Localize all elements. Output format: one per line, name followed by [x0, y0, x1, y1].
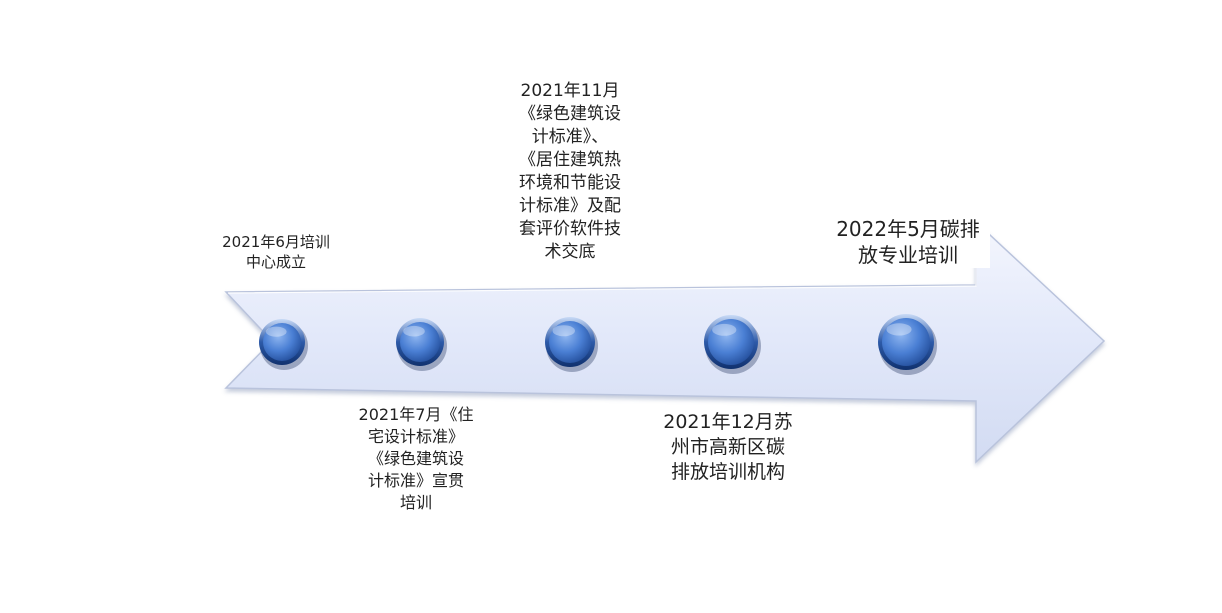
timeline-node-5: [878, 314, 937, 375]
event-label-4: 2021年12月苏 州市高新区碳 排放培训机构: [663, 411, 793, 483]
event-label-5: 2022年5月碳排 放专业培训: [826, 216, 990, 268]
event-label-3: 2021年11月 《绿色建筑设 计标准》、 《居住建筑热 环境和节能设 计标准》…: [519, 81, 621, 262]
timeline-nodes: [259, 314, 937, 375]
timeline-node-3: [545, 317, 598, 372]
timeline-node-2: [396, 318, 447, 371]
event-label-1: 2021年6月培训 中心成立: [222, 233, 330, 271]
timeline-node-4: [704, 315, 761, 374]
event-label-2: 2021年7月《住 宅设计标准》 《绿色建筑设 计标准》宣贯 培训: [358, 405, 474, 512]
timeline-node-1: [259, 319, 308, 370]
